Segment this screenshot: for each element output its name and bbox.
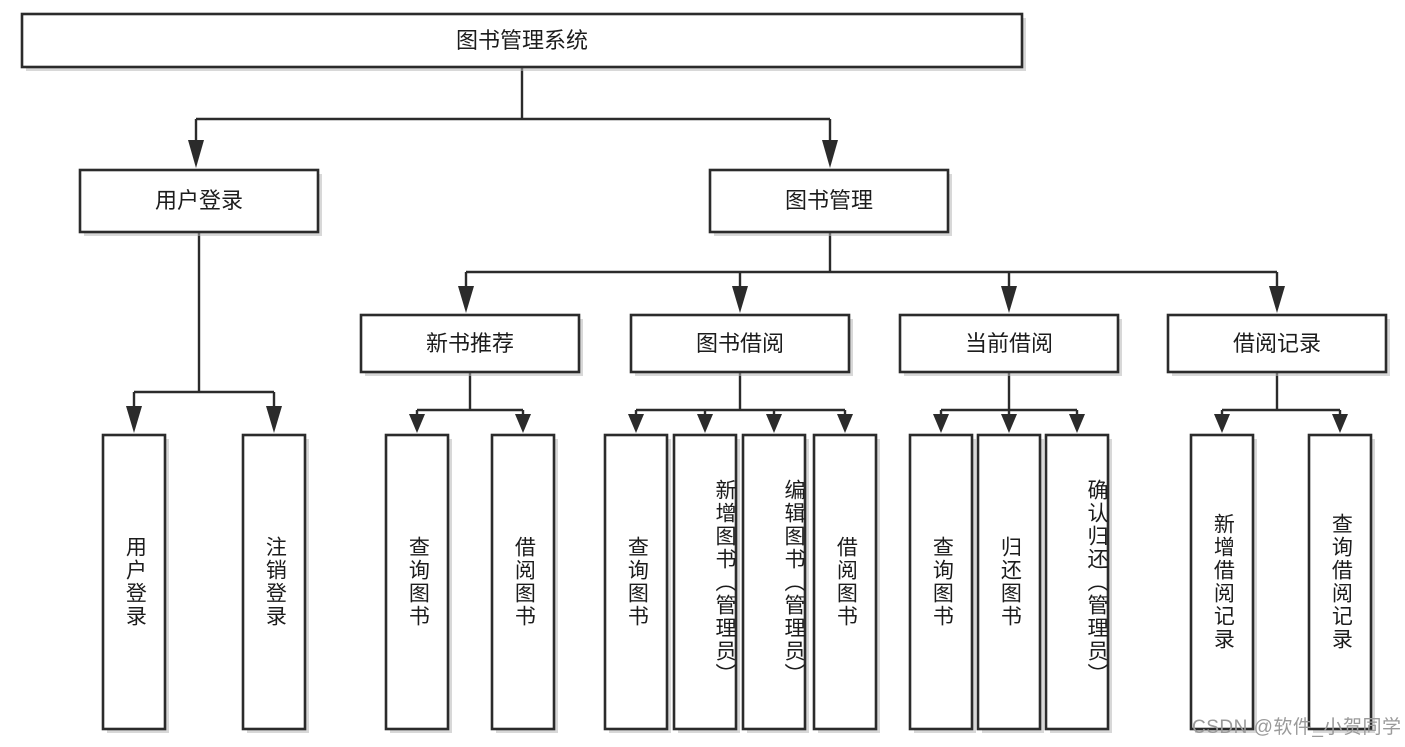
leaf-user-login-box[interactable] xyxy=(101,433,167,731)
arrow-to-user-login xyxy=(188,140,204,168)
arrow-to-leaf-user-login xyxy=(126,406,142,433)
arrow-to-new-book-rec xyxy=(458,286,474,313)
arrow-to-leaf-return-book xyxy=(1001,414,1017,433)
leaf-user-logout-box[interactable] xyxy=(241,433,307,731)
arrow-to-borrow-record xyxy=(1269,286,1285,313)
connector-bookborrow-bus xyxy=(634,373,847,418)
connectors xyxy=(126,67,1348,433)
book-borrow-label: 图书借阅 xyxy=(696,331,784,356)
arrow-to-leaf-query-record xyxy=(1332,414,1348,433)
arrow-to-leaf-add-book xyxy=(697,414,713,433)
leaf-return-book-box[interactable] xyxy=(976,433,1042,731)
node-book-manage[interactable]: 图书管理 xyxy=(708,168,952,236)
arrow-to-leaf-borrow-book-1 xyxy=(515,414,531,433)
leaf-query-record-box[interactable] xyxy=(1307,433,1373,731)
node-borrow-record[interactable]: 借阅记录 xyxy=(1166,313,1390,376)
current-borrow-label: 当前借阅 xyxy=(965,331,1053,356)
user-login-box[interactable] xyxy=(78,168,320,234)
node-current-borrow[interactable]: 当前借阅 xyxy=(898,313,1122,376)
connector-newbookrec-bus xyxy=(415,373,525,418)
leaf-add-book-box[interactable] xyxy=(672,433,738,731)
arrow-to-leaf-edit-book xyxy=(766,414,782,433)
arrow-to-current-borrow xyxy=(1001,286,1017,313)
user-login-label: 用户登录 xyxy=(155,188,243,213)
root-label: 图书管理系统 xyxy=(456,28,588,53)
book-borrow-box[interactable] xyxy=(629,313,851,374)
connector-currentborrow-bus xyxy=(939,373,1079,418)
leaf-query-book-3-box[interactable] xyxy=(908,433,974,731)
book-manage-box[interactable] xyxy=(708,168,950,234)
new-book-rec-label: 新书推荐 xyxy=(426,331,514,356)
root-box[interactable] xyxy=(20,12,1024,69)
arrow-to-leaf-query-book-3 xyxy=(933,414,949,433)
arrow-to-leaf-user-logout xyxy=(266,406,282,433)
leaf-add-record-box[interactable] xyxy=(1189,433,1255,731)
new-book-rec-box[interactable] xyxy=(359,313,581,374)
leaf-borrow-book-2-box[interactable] xyxy=(812,433,878,731)
leaf-borrow-book-1-box[interactable] xyxy=(490,433,556,731)
node-user-login[interactable]: 用户登录 xyxy=(78,168,322,236)
node-new-book-rec[interactable]: 新书推荐 xyxy=(359,313,583,376)
arrow-to-leaf-borrow-book-2 xyxy=(837,414,853,433)
connector-userlogin-bus xyxy=(132,233,276,408)
connector-borrowrecord-bus xyxy=(1220,373,1342,418)
arrow-to-leaf-query-book-1 xyxy=(409,414,425,433)
leaf-boxes xyxy=(101,433,1375,733)
connector-root-bus xyxy=(194,67,832,142)
leaf-query-book-1-box[interactable] xyxy=(384,433,450,731)
leaf-edit-book-box[interactable] xyxy=(741,433,807,731)
node-root[interactable]: 图书管理系统 xyxy=(20,12,1026,71)
connector-bookmanage-bus xyxy=(464,233,1279,288)
current-borrow-box[interactable] xyxy=(898,313,1120,374)
book-manage-label: 图书管理 xyxy=(785,188,873,213)
leaf-confirm-return-box[interactable] xyxy=(1044,433,1110,731)
arrow-to-leaf-add-record xyxy=(1214,414,1230,433)
leaf-query-book-2-box[interactable] xyxy=(603,433,669,731)
arrow-to-leaf-query-book-2 xyxy=(628,414,644,433)
arrow-to-leaf-confirm-return xyxy=(1069,414,1085,433)
borrow-record-label: 借阅记录 xyxy=(1233,331,1321,356)
borrow-record-box[interactable] xyxy=(1166,313,1388,374)
node-book-borrow[interactable]: 图书借阅 xyxy=(629,313,853,376)
arrow-to-book-borrow xyxy=(732,286,748,313)
csdn-watermark: CSDN @软件_小贺同学 xyxy=(1192,717,1402,738)
arrow-to-book-manage xyxy=(822,140,838,168)
